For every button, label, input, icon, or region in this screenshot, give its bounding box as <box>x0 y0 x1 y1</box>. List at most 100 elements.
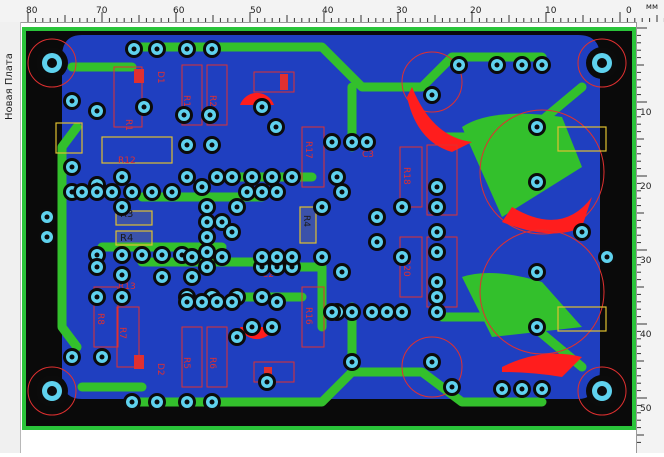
pad[interactable] <box>198 258 216 276</box>
pad[interactable] <box>263 318 281 336</box>
pad[interactable] <box>528 118 546 136</box>
document-tab[interactable]: Новая Плата <box>0 22 21 453</box>
document-tab-label[interactable]: Новая Плата <box>4 53 15 120</box>
pads-group[interactable] <box>38 40 616 411</box>
pad[interactable] <box>333 183 351 201</box>
pad[interactable] <box>113 246 131 264</box>
pad[interactable] <box>393 303 411 321</box>
pad[interactable] <box>163 183 181 201</box>
pad[interactable] <box>113 266 131 284</box>
pad[interactable] <box>133 246 151 264</box>
pad[interactable] <box>253 288 271 306</box>
pad[interactable] <box>343 303 361 321</box>
pad[interactable] <box>223 223 241 241</box>
pad[interactable] <box>193 178 211 196</box>
pad[interactable] <box>428 223 446 241</box>
pad[interactable] <box>63 92 81 110</box>
pad[interactable] <box>208 293 226 311</box>
pad[interactable] <box>253 248 271 266</box>
pad[interactable] <box>175 106 193 124</box>
pad[interactable] <box>178 393 196 411</box>
pad[interactable] <box>493 380 511 398</box>
pad[interactable] <box>178 40 196 58</box>
mounting-holes[interactable] <box>27 38 627 416</box>
pad[interactable] <box>598 248 616 266</box>
pad[interactable] <box>183 248 201 266</box>
pad[interactable] <box>178 136 196 154</box>
pad[interactable] <box>283 168 301 186</box>
pad[interactable] <box>208 168 226 186</box>
pad[interactable] <box>423 86 441 104</box>
pad[interactable] <box>213 248 231 266</box>
pad[interactable] <box>203 136 221 154</box>
pad[interactable] <box>88 183 106 201</box>
pad[interactable] <box>428 178 446 196</box>
pad[interactable] <box>268 293 286 311</box>
pad[interactable] <box>178 168 196 186</box>
pad[interactable] <box>428 303 446 321</box>
pad[interactable] <box>393 248 411 266</box>
pad[interactable] <box>513 380 531 398</box>
pad[interactable] <box>228 328 246 346</box>
pad[interactable] <box>123 393 141 411</box>
pad[interactable] <box>358 133 376 151</box>
pad[interactable] <box>113 198 131 216</box>
pad[interactable] <box>63 158 81 176</box>
pad[interactable] <box>93 348 111 366</box>
pad[interactable] <box>63 348 81 366</box>
pad[interactable] <box>333 263 351 281</box>
pad[interactable] <box>143 183 161 201</box>
pad[interactable] <box>423 353 441 371</box>
pad[interactable] <box>38 208 56 226</box>
pad[interactable] <box>113 288 131 306</box>
pad[interactable] <box>368 233 386 251</box>
pad[interactable] <box>223 168 241 186</box>
pad[interactable] <box>223 293 241 311</box>
pad[interactable] <box>113 168 131 186</box>
pad[interactable] <box>363 303 381 321</box>
pad[interactable] <box>528 263 546 281</box>
pad[interactable] <box>88 258 106 276</box>
pcb-board[interactable]: R14 R2 R3 R4 R5 R8 R18 R20 R17 R16 R12 R… <box>22 27 636 430</box>
pad[interactable] <box>313 248 331 266</box>
document-tab-label-wrap[interactable]: Новая Плата <box>2 52 18 122</box>
pad[interactable] <box>38 228 56 246</box>
pad[interactable] <box>533 380 551 398</box>
pad[interactable] <box>268 183 286 201</box>
pad[interactable] <box>88 288 106 306</box>
pad[interactable] <box>443 378 461 396</box>
pad[interactable] <box>378 303 396 321</box>
pad[interactable] <box>488 56 506 74</box>
pad[interactable] <box>193 293 211 311</box>
pad[interactable] <box>153 268 171 286</box>
pad[interactable] <box>428 198 446 216</box>
pad[interactable] <box>368 208 386 226</box>
pad[interactable] <box>243 318 261 336</box>
pad[interactable] <box>228 198 246 216</box>
pad[interactable] <box>178 293 196 311</box>
pad[interactable] <box>198 243 216 261</box>
pad[interactable] <box>253 183 271 201</box>
pad[interactable] <box>148 393 166 411</box>
pad[interactable] <box>393 198 411 216</box>
pad[interactable] <box>533 56 551 74</box>
pad[interactable] <box>198 213 216 231</box>
pad[interactable] <box>268 248 286 266</box>
pad[interactable] <box>528 318 546 336</box>
pad[interactable] <box>573 223 591 241</box>
pad[interactable] <box>428 243 446 261</box>
pad[interactable] <box>323 303 341 321</box>
pad[interactable] <box>201 106 219 124</box>
pad[interactable] <box>323 133 341 151</box>
pad[interactable] <box>198 198 216 216</box>
pad[interactable] <box>267 118 285 136</box>
pad[interactable] <box>125 40 143 58</box>
pad[interactable] <box>428 273 446 291</box>
pad[interactable] <box>343 353 361 371</box>
pad[interactable] <box>135 98 153 116</box>
pad[interactable] <box>328 168 346 186</box>
pad[interactable] <box>283 248 301 266</box>
pad[interactable] <box>243 168 261 186</box>
pad[interactable] <box>428 288 446 306</box>
pad[interactable] <box>123 183 141 201</box>
